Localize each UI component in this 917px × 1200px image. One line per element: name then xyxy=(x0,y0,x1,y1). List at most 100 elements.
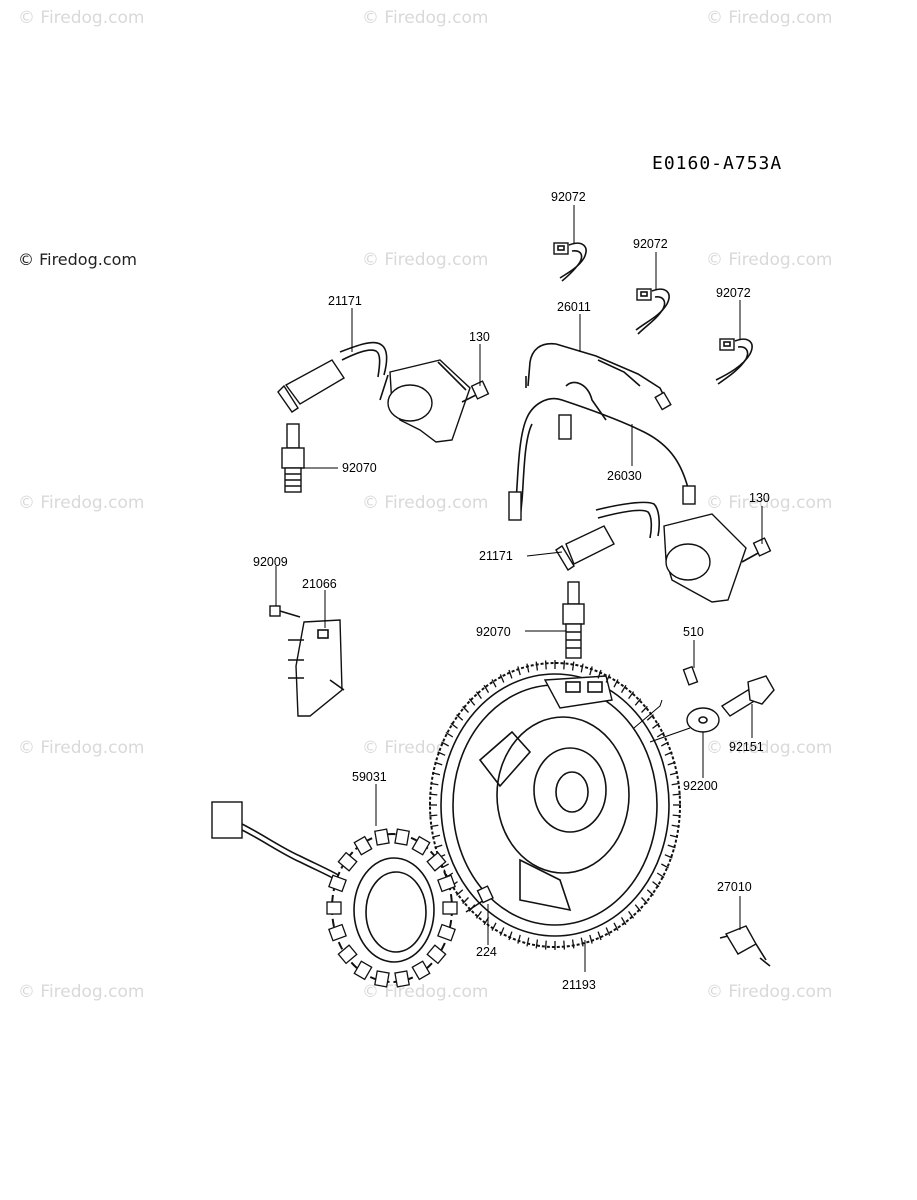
part-label-130: 130 xyxy=(749,491,770,505)
stator-pole xyxy=(437,923,456,942)
flywheel-tooth xyxy=(429,814,438,817)
flywheel-part[interactable] xyxy=(429,660,681,950)
flywheel-tooth xyxy=(571,661,575,671)
flywheel-tooth xyxy=(535,661,539,671)
part-label-92072: 92072 xyxy=(551,190,586,204)
flywheel-tooth xyxy=(620,684,627,693)
watermark: © Firedog.com xyxy=(706,738,833,758)
flywheel-tooth xyxy=(661,863,669,869)
flywheel-tooth xyxy=(563,940,566,950)
flywheel-tooth xyxy=(580,937,584,947)
stator-pole xyxy=(353,835,373,856)
flywheel-tooth xyxy=(499,674,505,683)
flywheel-tooth xyxy=(597,931,602,941)
flywheel-tooth xyxy=(437,751,446,756)
regulator-part[interactable] xyxy=(288,619,345,717)
spark-plug-part[interactable] xyxy=(281,423,305,493)
wire-clamp-part[interactable] xyxy=(553,242,587,282)
flywheel-tooth xyxy=(462,705,469,713)
stator-pole xyxy=(337,851,358,872)
lead-wire-part[interactable] xyxy=(508,381,696,521)
flywheel-tooth xyxy=(475,691,482,700)
screw-part[interactable] xyxy=(741,537,772,563)
part-label-92072: 92072 xyxy=(716,286,751,300)
stator-part[interactable] xyxy=(211,801,458,988)
part-label-92200: 92200 xyxy=(683,779,718,793)
flywheel-tooth xyxy=(613,679,619,688)
bolt-part[interactable] xyxy=(720,675,775,717)
part-label-26030: 26030 xyxy=(607,469,642,483)
flywheel-tooth xyxy=(468,698,476,706)
stator-pole xyxy=(394,970,410,988)
screw-part[interactable] xyxy=(269,605,301,618)
flywheel-tooth xyxy=(628,910,635,919)
flywheel-tooth xyxy=(589,666,593,676)
screw-part[interactable] xyxy=(465,885,494,913)
stator-pole xyxy=(411,835,431,856)
flywheel-tooth xyxy=(669,834,679,838)
flywheel-tooth xyxy=(605,927,611,936)
flywheel-tooth xyxy=(456,889,464,896)
ignition-coil-part[interactable] xyxy=(277,341,471,443)
flywheel-tooth xyxy=(589,934,593,944)
wire-clamp-part[interactable] xyxy=(715,338,753,385)
flywheel-tooth xyxy=(661,741,669,747)
watermark: © Firedog.com xyxy=(706,982,833,1002)
washer-part[interactable] xyxy=(686,707,720,733)
stator-pole xyxy=(426,944,447,965)
flywheel-tooth xyxy=(652,722,660,729)
lead-wire-part[interactable] xyxy=(525,342,672,411)
flywheel-tooth xyxy=(445,731,454,738)
flywheel-tooth xyxy=(664,854,673,859)
stator-pole xyxy=(437,874,456,893)
watermark: © Firedog.com xyxy=(18,250,137,269)
part-label-92070: 92070 xyxy=(342,461,377,475)
flywheel-tooth xyxy=(580,663,584,673)
flywheel-tooth xyxy=(431,772,441,776)
part-label-21171: 21171 xyxy=(328,294,362,308)
watermark: © Firedog.com xyxy=(362,250,489,270)
flywheel-tooth xyxy=(669,772,679,776)
flywheel-tooth xyxy=(434,761,443,766)
flywheel-tooth xyxy=(526,937,530,947)
stator-pole xyxy=(353,960,373,981)
flywheel-tooth xyxy=(441,741,449,747)
watermark: © Firedog.com xyxy=(18,738,145,758)
spark-plug-part[interactable] xyxy=(562,581,585,659)
switch-part[interactable] xyxy=(719,925,771,967)
stator-pole xyxy=(394,828,410,846)
flywheel-tooth xyxy=(508,669,513,679)
stator-pole xyxy=(411,960,431,981)
leader-lines xyxy=(275,205,763,972)
part-label-92009: 92009 xyxy=(253,555,288,569)
stator-pole xyxy=(328,923,347,942)
flywheel-tooth xyxy=(613,922,619,931)
flywheel-tooth xyxy=(499,927,505,936)
stator-pole xyxy=(374,970,390,988)
flywheel-tooth xyxy=(430,824,439,828)
wire-clamp-part[interactable] xyxy=(635,288,670,335)
part-label-21171: 21171 xyxy=(479,549,513,563)
flywheel-tooth xyxy=(517,666,521,676)
part-label-59031: 59031 xyxy=(352,770,387,784)
diagram-code: E0160-A753A xyxy=(652,153,783,174)
flywheel-tooth xyxy=(571,939,575,949)
flywheel-tooth xyxy=(667,761,676,766)
part-label-27010: 27010 xyxy=(717,880,752,894)
key-part[interactable] xyxy=(682,665,699,686)
stator-pole xyxy=(426,851,447,872)
stator-pole xyxy=(374,828,390,846)
watermark: © Firedog.com xyxy=(362,8,489,28)
part-label-224: 224 xyxy=(476,945,497,959)
flywheel-tooth xyxy=(656,872,665,879)
flywheel-tooth xyxy=(491,922,497,931)
flywheel-tooth xyxy=(491,679,497,688)
flywheel-tooth xyxy=(656,731,665,738)
flywheel-tooth xyxy=(641,897,648,905)
ignition-coil-part[interactable] xyxy=(555,501,747,603)
screw-part[interactable] xyxy=(461,380,490,403)
flywheel-tooth xyxy=(456,714,464,721)
flywheel-tooth xyxy=(544,660,547,670)
flywheel-tooth xyxy=(526,663,530,673)
